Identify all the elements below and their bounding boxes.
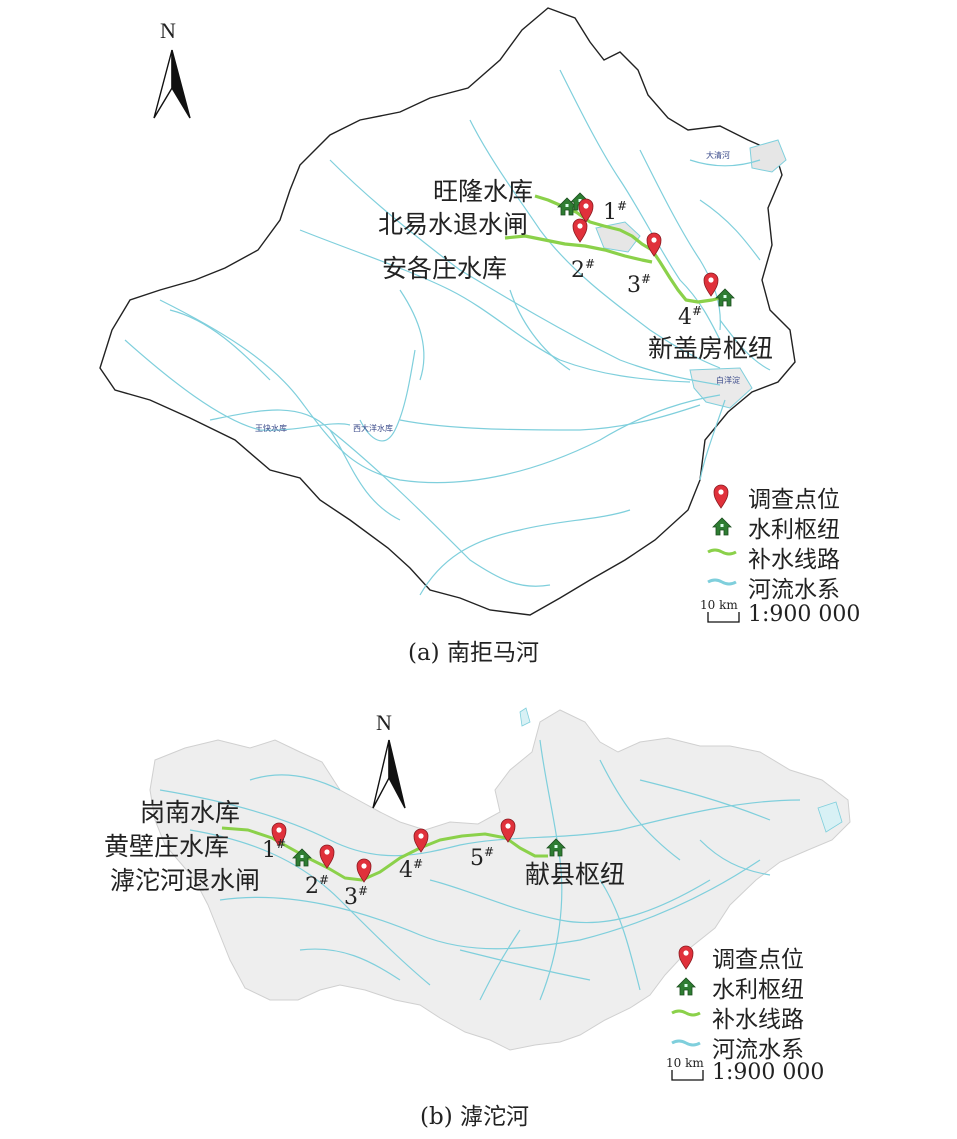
north-label-b: N <box>376 710 392 735</box>
water-b-north <box>519 707 531 727</box>
map-text-wangkuai: 王快水库 <box>255 423 287 433</box>
scale-label-a: 10 km <box>700 598 738 612</box>
point-label-b-1: 1# <box>262 837 287 863</box>
point-label-b-2: 2# <box>305 873 330 899</box>
north-label-a: N <box>160 18 176 43</box>
map-text-baiyangdian: 白洋淀 <box>716 375 740 385</box>
scale-ratio-b: 1:900 000 <box>712 1060 825 1085</box>
scale-label-b: 10 km <box>666 1056 704 1070</box>
caption-a: (a) 南拒马河 <box>408 640 539 666</box>
map-text-daqinghe: 大清河 <box>706 150 730 160</box>
legend-a-river: 河流水系 <box>748 577 840 603</box>
route-a-branch <box>504 234 653 264</box>
legend-b-river: 河流水系 <box>712 1037 804 1063</box>
legend-a-symbols <box>707 484 740 623</box>
site-label-xingaifang: 新盖房枢纽 <box>648 334 774 363</box>
water-b-east <box>817 801 843 833</box>
legend-a-route: 补水线路 <box>748 547 840 573</box>
rivers-b <box>159 739 801 1001</box>
site-label-beiyishui: 北易水退水闸 <box>378 210 529 239</box>
lake-dongfang <box>595 221 641 253</box>
site-label-huangbizhuang: 黄壁庄水库 <box>104 832 230 861</box>
point-label-b-3: 3# <box>344 884 369 910</box>
map-text-xidayang: 西大洋水库 <box>353 423 393 433</box>
legend-b-symbols <box>671 945 704 1081</box>
point-label-a-3: 3# <box>627 272 652 298</box>
site-label-wanglong: 旺隆水库 <box>433 177 534 206</box>
legend-b-hub: 水利枢纽 <box>712 977 804 1003</box>
site-label-xianxian: 献县枢纽 <box>525 860 626 889</box>
north-arrow-b <box>372 739 406 809</box>
point-label-a-2: 2# <box>571 257 596 283</box>
rivers-a <box>124 69 771 596</box>
point-label-b-4: 4# <box>399 857 424 883</box>
basin-a-boundary <box>99 7 796 616</box>
caption-b: (b) 滹沱河 <box>420 1104 529 1130</box>
point-label-b-5: 5# <box>470 845 495 871</box>
lake-northeast <box>749 139 787 173</box>
point-label-a-1: 1# <box>603 199 628 225</box>
site-label-gangnan: 岗南水库 <box>140 798 241 827</box>
site-label-anggezhuang: 安各庄水库 <box>382 254 508 283</box>
legend-b-route: 补水线路 <box>712 1007 804 1033</box>
site-label-hutuo-gate: 滹沱河退水闸 <box>110 866 261 895</box>
scale-ratio-a: 1:900 000 <box>748 602 861 627</box>
legend-a-hub: 水利枢纽 <box>748 517 840 543</box>
point-label-a-4: 4# <box>678 304 703 330</box>
legend-b-survey-point: 调查点位 <box>712 947 804 973</box>
legend-a-survey-point: 调查点位 <box>748 487 840 513</box>
north-arrow-a <box>153 49 191 119</box>
